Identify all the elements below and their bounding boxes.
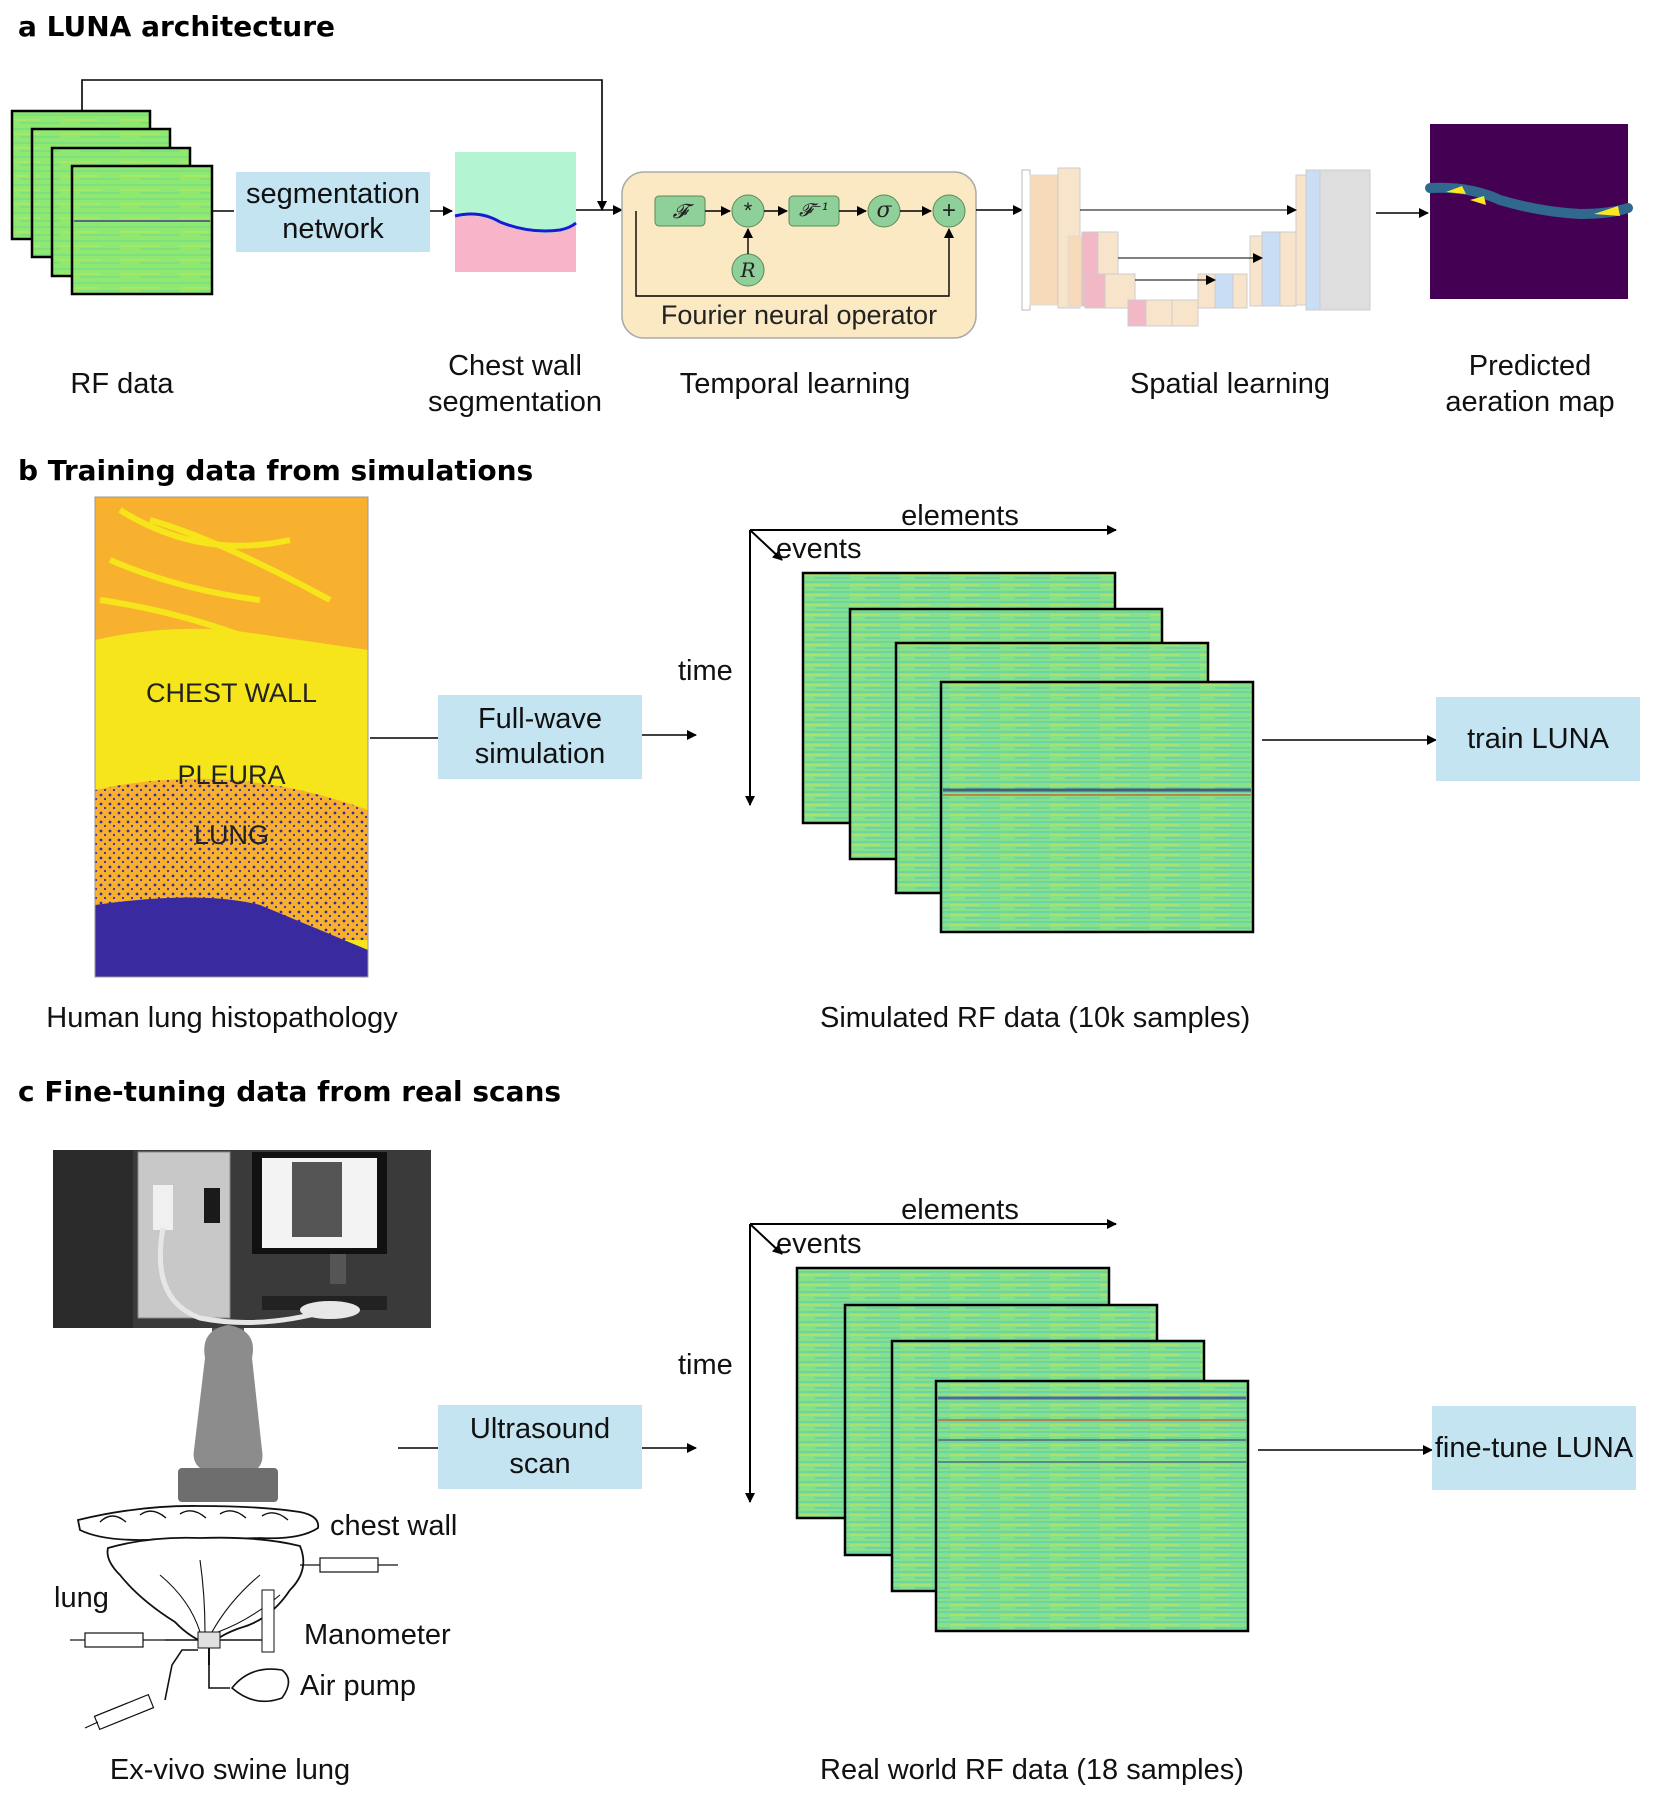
simulation-label: simulation bbox=[474, 738, 606, 770]
fno-title: Fourier neural operator bbox=[660, 300, 938, 330]
unet-diagram bbox=[1021, 167, 1371, 327]
axes-b bbox=[745, 525, 1117, 806]
histo-label-pleura: PLEURA bbox=[177, 760, 286, 790]
caption-spatial: Spatial learning bbox=[1130, 368, 1330, 400]
segmentation-network-label: segmentation network bbox=[245, 178, 421, 245]
full-wave-label: Full-wave bbox=[477, 703, 603, 735]
fine-tune-luna-label: fine-tune LUNA bbox=[1434, 1431, 1634, 1464]
skip-arrow bbox=[81, 79, 607, 211]
histo-label-lung: LUNG bbox=[193, 820, 269, 850]
ultrasound-scan-box: Ultrasound scan bbox=[438, 1405, 642, 1489]
histopathology-map bbox=[94, 496, 369, 978]
axis-elements-b: elements bbox=[901, 500, 1019, 532]
caption-rf-data: RF data bbox=[70, 368, 174, 400]
inverse-fourier-node: 𝓕⁻¹ bbox=[798, 200, 829, 221]
panel-c bbox=[53, 1150, 1433, 1731]
fourier-neural-operator bbox=[621, 171, 977, 339]
panel-b bbox=[94, 496, 1437, 978]
caption-ex-vivo: Ex-vivo swine lung bbox=[109, 1754, 351, 1786]
caption-chest-wall-2: segmentation bbox=[427, 386, 603, 418]
train-luna-label: train LUNA bbox=[1467, 722, 1609, 755]
caption-real-rf: Real world RF data (18 samples) bbox=[820, 1754, 1244, 1786]
axis-events-c: events bbox=[776, 1228, 862, 1260]
histo-label-chest-wall: CHEST WALL bbox=[145, 678, 318, 708]
segmentation-network-box: segmentation network bbox=[236, 172, 430, 252]
label-air-pump: Air pump bbox=[300, 1670, 417, 1702]
section-b-title: b Training data from simulations bbox=[18, 454, 534, 487]
plus-node: + bbox=[941, 197, 956, 224]
chest-wall-segmentation-map bbox=[454, 152, 577, 272]
rf-data-stack bbox=[10, 109, 214, 296]
fourier-node: 𝓕 bbox=[672, 199, 688, 223]
label-chest-wall: chest wall bbox=[330, 1510, 458, 1542]
caption-temporal: Temporal learning bbox=[679, 368, 911, 400]
label-manometer: Manometer bbox=[304, 1619, 451, 1651]
train-luna-box: train LUNA bbox=[1436, 697, 1640, 781]
lung-sketch bbox=[70, 1505, 398, 1731]
sigma-node: σ bbox=[876, 198, 892, 223]
ultrasound-probe bbox=[178, 1325, 278, 1502]
axis-time-c: time bbox=[678, 1349, 733, 1381]
caption-simulated-rf: Simulated RF data (10k samples) bbox=[820, 1002, 1251, 1034]
caption-predicted-2: aeration map bbox=[1445, 386, 1615, 418]
lab-photo bbox=[53, 1150, 431, 1328]
caption-chest-wall-1: Chest wall bbox=[448, 350, 582, 382]
full-wave-simulation-box: Full-wave simulation bbox=[438, 695, 642, 779]
section-c-title: c Fine-tuning data from real scans bbox=[18, 1075, 562, 1108]
axis-elements-c: elements bbox=[901, 1194, 1019, 1226]
scan-label: scan bbox=[509, 1448, 571, 1480]
section-a-title: a LUNA architecture bbox=[18, 10, 335, 43]
predicted-aeration-map bbox=[1425, 124, 1633, 299]
conv-node: * bbox=[743, 198, 753, 223]
axes-c bbox=[745, 1219, 1117, 1503]
axis-events-b: events bbox=[776, 533, 862, 565]
fine-tune-luna-box: fine-tune LUNA bbox=[1432, 1406, 1636, 1490]
r-node: R bbox=[740, 258, 756, 282]
simulated-rf-stack bbox=[801, 571, 1255, 934]
label-lung: lung bbox=[54, 1582, 109, 1614]
panel-a bbox=[10, 79, 1633, 339]
caption-histopathology: Human lung histopathology bbox=[46, 1002, 398, 1034]
real-rf-stack bbox=[795, 1266, 1250, 1633]
axis-time-b: time bbox=[678, 655, 733, 687]
ultrasound-label: Ultrasound bbox=[469, 1413, 611, 1445]
caption-predicted-1: Predicted bbox=[1468, 350, 1592, 382]
